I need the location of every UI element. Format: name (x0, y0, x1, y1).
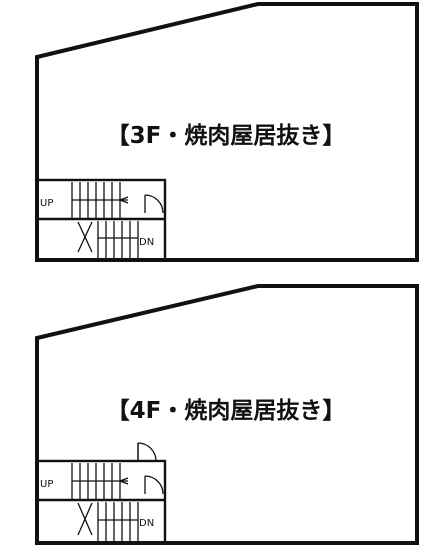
floor-plan-4f: UP DN 【4F・焼肉屋居抜き】 (35, 284, 419, 545)
floor-title-4f: 【4F・焼肉屋居抜き】 (107, 397, 346, 424)
stair-block-4f: UP DN (35, 442, 167, 545)
stair-up-label-4f: UP (40, 479, 53, 490)
floor-plan-3f: UP DN 【3F・焼肉屋居抜き】 (35, 2, 419, 262)
stair-block-3f: UP DN (35, 178, 167, 262)
floor-title-3f: 【3F・焼肉屋居抜き】 (107, 122, 346, 149)
stair-down-label-3f: DN (139, 237, 154, 248)
stair-up-label-3f: UP (40, 198, 53, 209)
stair-down-label-4f: DN (139, 518, 154, 529)
